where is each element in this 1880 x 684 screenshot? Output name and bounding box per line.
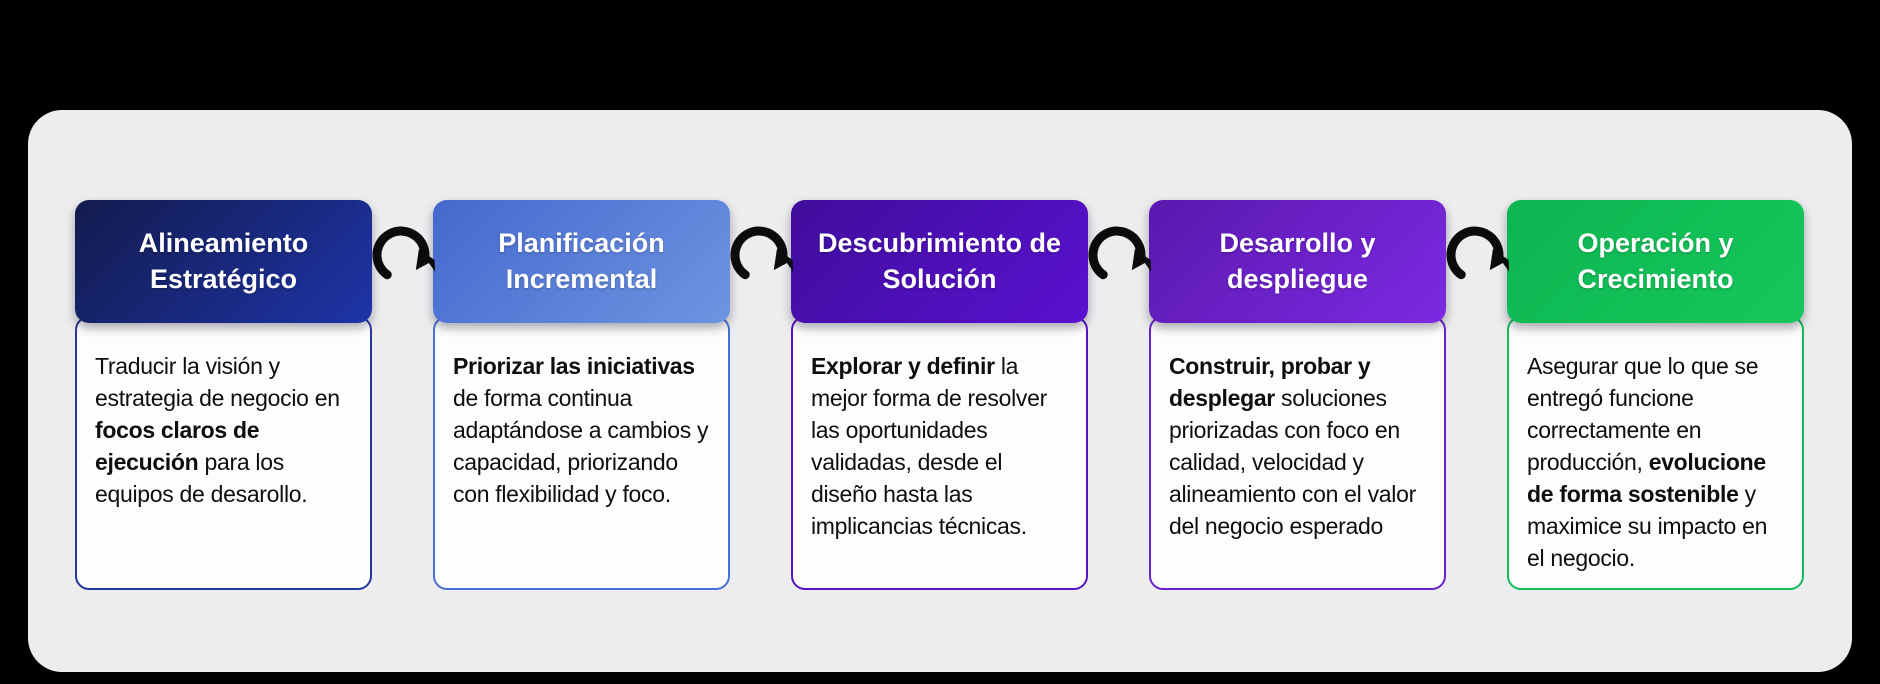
clockwise-arrow-icon (730, 226, 793, 280)
clockwise-arrow-icon (1088, 226, 1151, 280)
description-bold-segment: Construir, probar y desplegar (1169, 353, 1371, 411)
card-description: Asegurar que lo que se entregó funcione … (1507, 316, 1804, 590)
card-title: Alineamiento Estratégico (138, 228, 309, 294)
flow-arrow (367, 221, 439, 293)
card-description: Priorizar las iniciativas de forma conti… (433, 316, 730, 590)
description-bold-segment: evolucione de forma sostenible (1527, 449, 1766, 507)
card-title: Planificación Incremental (498, 228, 665, 294)
description-segment: soluciones priorizadas con foco en calid… (1169, 385, 1416, 539)
card-description: Construir, probar y desplegar soluciones… (1149, 316, 1446, 590)
card-header: Alineamiento Estratégico (75, 200, 372, 323)
description-segment: y maximice su impacto en el negocio. (1527, 481, 1768, 571)
clockwise-arrow-icon (1446, 226, 1509, 280)
card-title: Desarrollo y despliegue (1219, 228, 1376, 294)
flow-arrow (1083, 221, 1155, 293)
card-description: Traducir la visión y estrategia de negoc… (75, 316, 372, 590)
card-title: Descubrimiento de Solución (817, 228, 1062, 294)
description-segment: Asegurar que lo que se entregó funcione … (1527, 353, 1759, 475)
card-title: Operación y Crecimiento (1577, 228, 1734, 294)
description-segment: la mejor forma de resolver las oportunid… (811, 353, 1047, 539)
flow-arrow (725, 221, 797, 293)
description-segment: para los equipos de desarollo. (95, 449, 308, 507)
card-header: Planificación Incremental (433, 200, 730, 323)
description-bold-segment: focos claros de ejecución (95, 417, 260, 475)
description-segment: de forma continua adaptándose a cambios … (453, 385, 709, 507)
clockwise-arrow-icon (372, 226, 435, 280)
description-bold-segment: Priorizar las iniciativas (453, 353, 695, 379)
card-header: Descubrimiento de Solución (791, 200, 1088, 323)
description-segment: Traducir la visión y estrategia de negoc… (95, 353, 340, 411)
description-bold-segment: Explorar y definir (811, 353, 995, 379)
card-description: Explorar y definir la mejor forma de res… (791, 316, 1088, 590)
card-header: Desarrollo y despliegue (1149, 200, 1446, 323)
flow-arrow (1441, 221, 1513, 293)
card-header: Operación y Crecimiento (1507, 200, 1804, 323)
